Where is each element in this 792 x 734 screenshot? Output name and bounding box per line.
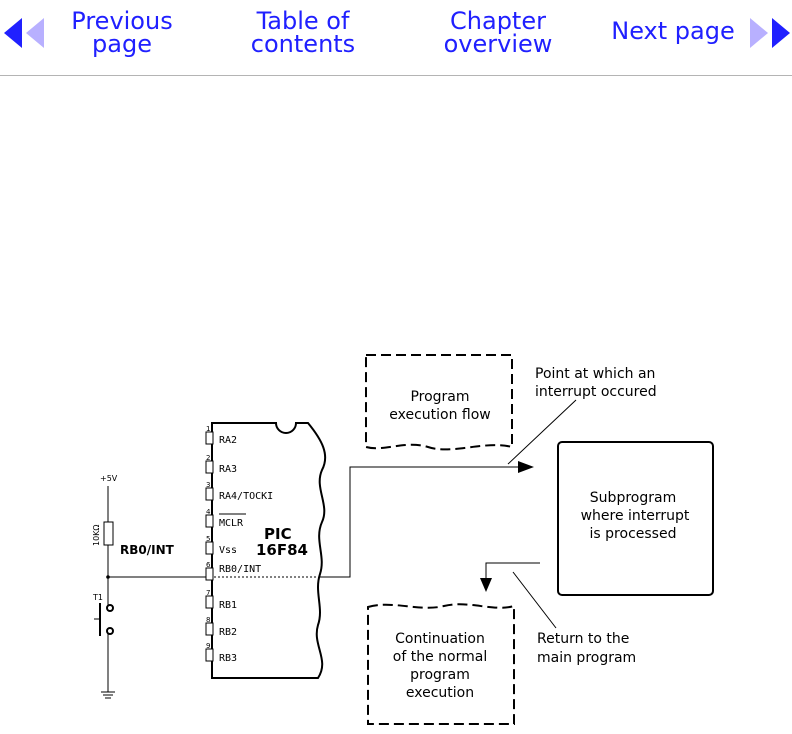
pin-row: 6 RB0/INT [205,561,261,581]
pic-chip-body [211,422,327,679]
return-label-line2: main program [537,650,636,666]
ground-symbol [101,691,115,699]
previous-page-line2: page [92,30,152,58]
continuation-line4: execution [406,685,474,701]
chapter-overview-line2: overview [443,30,553,58]
subprogram-line1: Subprogram [590,490,676,506]
flow-box [365,354,513,451]
pin-row: 3 RA4/TOCKI [205,481,273,502]
chip-name-line2: 16F84 [256,541,308,559]
interrupt-pointer [507,399,577,465]
pin-rows: 1 RA2 2 RA3 3 RA4/TOCKI 4 MCLR 5 Vss 6 R… [205,425,273,664]
resistor-label: 10KΩ [92,524,101,546]
return-label-line1: Return to the [537,631,629,647]
pin-number: 6 [206,561,211,569]
pin-row: 8 RB2 [205,616,237,638]
pin-name: RB3 [219,653,237,664]
chapter-overview-line1: Chapter [450,7,546,35]
continuation-box [367,603,515,725]
pin-number: 7 [206,589,210,597]
pin-name: RA4/TOCKI [219,491,273,502]
pin-name: RA3 [219,464,237,475]
subprogram-box [557,441,714,596]
pin-number: 3 [206,481,210,489]
previous-page-link[interactable]: Previous page [62,7,182,58]
navigation-bar: Previous page Table of contents Chapter … [0,0,792,76]
pin-row: 1 RA2 [205,425,237,446]
flow-box-line1: Program [410,389,469,405]
subprogram-line3: is processed [590,526,677,542]
previous-arrow-icon[interactable] [4,18,46,48]
pin-number: 9 [206,642,210,650]
pin-number: 5 [206,535,210,543]
pin-row: 5 Vss [205,535,237,556]
table-of-contents-line2: contents [250,30,356,58]
pin-name: RB0/INT [219,564,261,575]
interrupt-point-line2: interrupt occured [535,384,657,400]
pin-name: Vss [219,545,237,556]
previous-page-line1: Previous [71,7,173,35]
pin-name: RB2 [219,627,237,638]
pin-row: 9 RB3 [205,642,237,664]
chip-name-line1: PIC [264,525,292,543]
pin-row: 7 RB1 [205,589,237,611]
return-pointer [512,571,557,629]
execution-flow-line [320,466,520,578]
pin-number: 2 [206,454,210,462]
continuation-line1: Continuation [395,631,485,647]
interrupt-point-line1: Point at which an [535,366,655,382]
pin-name: RB1 [219,600,237,611]
pin-name: RA2 [219,435,237,446]
rb0-int-label: RB0/INT [120,543,175,557]
button-label: T1 [92,593,103,602]
chapter-overview-link[interactable]: Chapter overview [432,7,564,58]
push-button: T1 [92,593,114,636]
next-arrow-icon[interactable] [748,18,790,48]
return-flow-line [485,562,540,580]
supply-label: +5V [100,474,118,483]
continuation-line2: of the normal [393,649,487,665]
pin-number: 1 [206,425,210,433]
table-of-contents-line1: Table of [256,7,350,35]
subprogram-line2: where interrupt [581,508,690,524]
pin-number: 4 [206,508,211,516]
next-page-label: Next page [611,17,735,45]
continuation-line3: program [410,667,470,683]
flow-box-line2: execution flow [389,407,491,423]
return-arrowhead [480,578,492,592]
flow-arrowhead [518,461,534,473]
table-of-contents-link[interactable]: Table of contents [238,7,368,58]
next-page-link[interactable]: Next page [600,17,746,45]
pull-up-resistor [103,521,114,546]
pin-row: 2 RA3 [205,454,237,475]
pin-row: 4 MCLR [205,508,246,529]
header-divider [0,75,792,76]
pin-name: MCLR [219,518,244,529]
pin-number: 8 [206,616,210,624]
